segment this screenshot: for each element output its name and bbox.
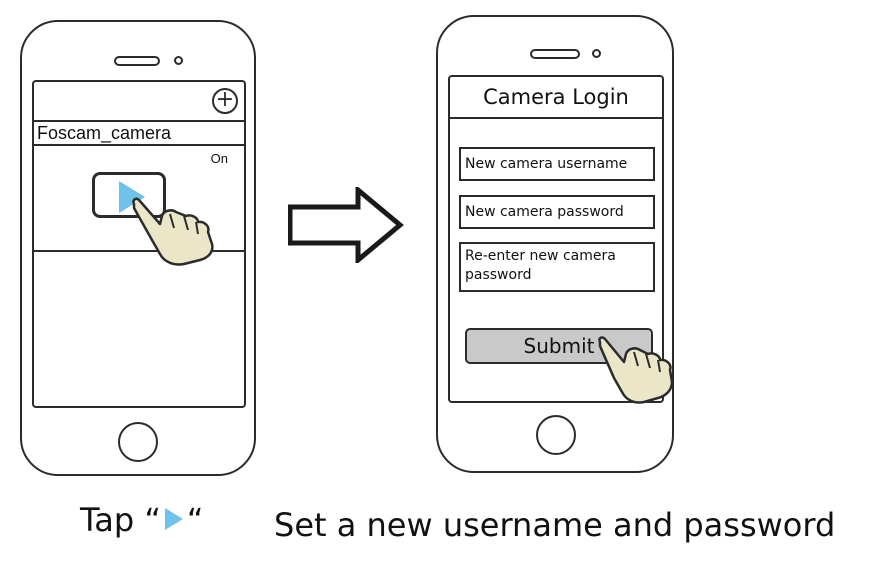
caption-tap-suffix: “ [186, 501, 204, 539]
username-field[interactable]: New camera username [459, 147, 655, 181]
add-camera-button[interactable]: + [212, 88, 238, 114]
login-title: Camera Login [450, 77, 662, 119]
play-button[interactable] [92, 172, 166, 218]
right-arrow-icon [288, 187, 404, 263]
speaker-icon [530, 49, 580, 59]
tap-hand-icon [598, 336, 674, 404]
password-field[interactable]: New camera password [459, 195, 655, 229]
home-button[interactable] [536, 415, 576, 455]
camera-preview[interactable]: On [34, 146, 244, 252]
phone-left: + Foscam_camera On [20, 20, 256, 476]
speaker-icon [114, 56, 160, 66]
caption-set-credentials: Set a new username and password [274, 506, 836, 544]
caption-tap: Tap “ “ [80, 501, 204, 539]
app-header: + [34, 82, 244, 122]
caption-tap-prefix: Tap “ [80, 501, 161, 539]
reenter-password-field[interactable]: Re-enter new camera password [459, 242, 655, 292]
tap-hand-icon [132, 197, 214, 266]
camera-list-screen: + Foscam_camera On [32, 80, 246, 408]
front-camera-icon [174, 56, 183, 65]
play-icon [164, 508, 183, 530]
camera-status: On [210, 151, 228, 166]
camera-name[interactable]: Foscam_camera [34, 122, 244, 146]
camera-login-screen: Camera Login New camera username New cam… [448, 75, 664, 403]
home-button[interactable] [118, 422, 158, 462]
front-camera-icon [592, 49, 601, 58]
